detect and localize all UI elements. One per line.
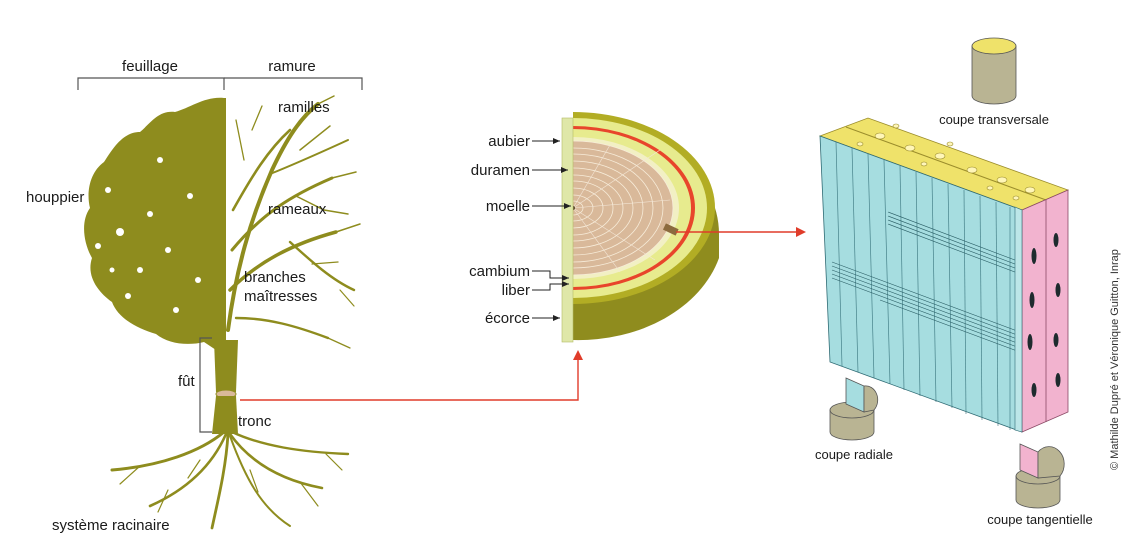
aubier-label: aubier bbox=[488, 133, 530, 150]
coupe-radiale-label: coupe radiale bbox=[815, 447, 893, 462]
bare-branches bbox=[228, 96, 360, 348]
feuillage-bracket bbox=[78, 78, 362, 90]
credit-text: © Mathilde Dupré et Véronique Guitton, I… bbox=[1109, 249, 1121, 470]
duramen-label: duramen bbox=[471, 162, 530, 179]
ecorce-label: écorce bbox=[485, 310, 530, 327]
houppier-label: houppier bbox=[26, 189, 84, 206]
trunk bbox=[212, 340, 238, 434]
fut-label: fût bbox=[178, 373, 196, 390]
moelle-label: moelle bbox=[486, 198, 530, 215]
feuillage-label: feuillage bbox=[122, 58, 178, 75]
liber-label: liber bbox=[502, 282, 530, 299]
trunk-cross-section bbox=[431, 112, 719, 342]
tronc-label: tronc bbox=[238, 413, 272, 430]
ramilles-label: ramilles bbox=[278, 99, 330, 116]
fut-bracket bbox=[200, 338, 212, 432]
cylinder-transversale bbox=[972, 38, 1016, 104]
cambium-label: cambium bbox=[469, 263, 530, 280]
arrow-trunk-to-section bbox=[240, 352, 578, 400]
coupe-tangentielle-label: coupe tangentielle bbox=[987, 512, 1093, 527]
ramure-label: ramure bbox=[268, 58, 316, 75]
cylinder-radiale bbox=[830, 378, 878, 440]
roots bbox=[112, 432, 348, 528]
tree-illustration: feuillage ramure bbox=[26, 58, 362, 534]
rameaux-label: rameaux bbox=[268, 201, 327, 218]
foliage-mass bbox=[84, 98, 226, 350]
branches-label-1: branches bbox=[244, 269, 306, 286]
branches-label-2: maîtresses bbox=[244, 288, 317, 305]
systeme-racinaire-label: système racinaire bbox=[52, 517, 170, 534]
cylinder-tangentielle bbox=[1016, 444, 1064, 508]
coupe-transversale-label: coupe transversale bbox=[939, 112, 1049, 127]
